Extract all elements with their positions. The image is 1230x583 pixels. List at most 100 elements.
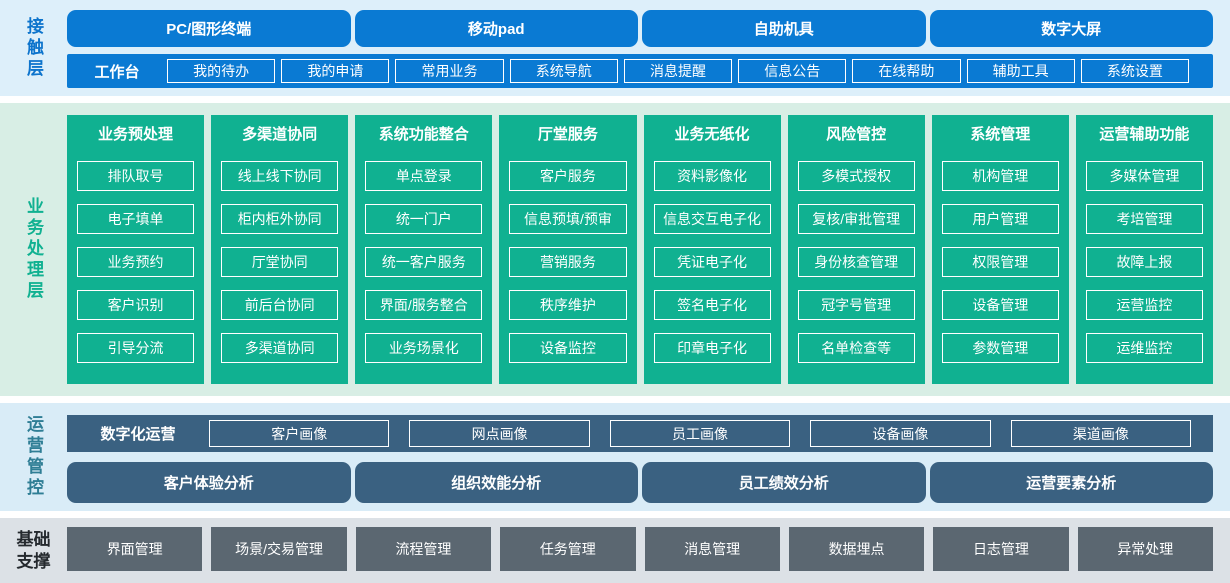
business-column-item: 运维监控	[1085, 333, 1203, 363]
business-column-item: 权限管理	[941, 247, 1059, 277]
business-column-title: 业务无纸化	[674, 126, 750, 143]
business-column-item: 名单检查等	[797, 333, 915, 363]
business-column-title: 运营辅助功能	[1099, 126, 1190, 143]
business-column-item: 多媒体管理	[1085, 161, 1203, 191]
foundation-layer-label: 基础支撑	[16, 530, 51, 571]
business-column-item: 厅堂协同	[221, 247, 339, 277]
business-column-title: 厅堂服务	[537, 126, 598, 143]
workbench-item: 辅助工具	[966, 59, 1075, 83]
business-column-item: 凭证电子化	[653, 247, 771, 277]
business-column-item: 业务场景化	[365, 333, 483, 363]
business-column-item: 业务预约	[77, 247, 195, 277]
business-layer-label: 业务处理层	[24, 197, 43, 302]
business-column-item: 客户服务	[509, 161, 627, 191]
workbench-item: 常用业务	[395, 59, 504, 83]
business-column-item: 秩序维护	[509, 290, 627, 320]
workbench-label: 工作台	[94, 63, 140, 81]
analysis-box: 客户体验分析	[67, 462, 351, 503]
business-column-item: 前后台协同	[221, 290, 339, 320]
operations-layer-band: 运营管控 数字化运营 客户画像网点画像员工画像设备画像渠道画像 客户体验分析组织…	[0, 403, 1230, 511]
business-column-item: 单点登录	[365, 161, 483, 191]
business-column-item: 柜内柜外协同	[221, 204, 339, 234]
business-column-item: 客户识别	[77, 290, 195, 320]
operations-content: 数字化运营 客户画像网点画像员工画像设备画像渠道画像 客户体验分析组织效能分析员…	[67, 403, 1230, 511]
foundation-box: 流程管理	[355, 527, 492, 571]
business-column-item: 印章电子化	[653, 333, 771, 363]
workbench-item: 在线帮助	[852, 59, 961, 83]
business-column: 厅堂服务客户服务信息预填/预审营销服务秩序维护设备监控	[499, 115, 637, 384]
foundation-items: 界面管理场景/交易管理流程管理任务管理消息管理数据埋点日志管理异常处理	[67, 518, 1230, 583]
business-column-item: 考培管理	[1085, 204, 1203, 234]
workbench-item: 信息公告	[738, 59, 847, 83]
operations-layer-label: 运营管控	[24, 415, 43, 499]
business-column: 系统管理机构管理用户管理权限管理设备管理参数管理	[931, 115, 1069, 384]
terminal-box: 移动pad	[354, 10, 638, 47]
digital-operations-bar: 数字化运营 客户画像网点画像员工画像设备画像渠道画像	[67, 415, 1213, 452]
business-column-title: 系统功能整合	[378, 126, 469, 143]
business-column-item: 统一门户	[365, 204, 483, 234]
analysis-box: 运营要素分析	[929, 462, 1213, 503]
business-column-item: 身份核查管理	[797, 247, 915, 277]
foundation-box: 界面管理	[67, 527, 203, 571]
analysis-row: 客户体验分析组织效能分析员工绩效分析运营要素分析	[67, 462, 1213, 503]
workbench-item: 系统设置	[1080, 59, 1189, 83]
workbench-bar: 工作台 我的待办我的申请常用业务系统导航消息提醒信息公告在线帮助辅助工具系统设置	[67, 54, 1213, 88]
business-column-item: 多模式授权	[797, 161, 915, 191]
digital-operations-label: 数字化运营	[100, 426, 176, 443]
business-column-title: 系统管理	[970, 126, 1031, 143]
contact-layer-gutter: 接触层	[0, 0, 67, 96]
business-column-item: 设备监控	[509, 333, 627, 363]
band-separator	[0, 96, 1230, 103]
contact-layer-label: 接触层	[24, 16, 43, 80]
business-column: 业务无纸化资料影像化信息交互电子化凭证电子化签名电子化印章电子化	[643, 115, 781, 384]
business-column-item: 故障上报	[1085, 247, 1203, 277]
business-column-item: 引导分流	[77, 333, 195, 363]
portrait-box: 员工画像	[609, 420, 791, 447]
business-column-item: 冠字号管理	[797, 290, 915, 320]
band-separator	[0, 511, 1230, 518]
business-column-item: 资料影像化	[653, 161, 771, 191]
foundation-box: 异常处理	[1077, 527, 1213, 571]
foundation-box: 数据埋点	[788, 527, 925, 571]
portrait-box: 设备画像	[810, 420, 991, 447]
business-layer-gutter: 业务处理层	[0, 103, 67, 396]
business-column: 业务预处理排队取号电子填单业务预约客户识别引导分流	[67, 115, 205, 384]
business-column-item: 界面/服务整合	[365, 290, 483, 320]
digital-operations-items: 客户画像网点画像员工画像设备画像渠道画像	[209, 420, 1192, 447]
analysis-box: 员工绩效分析	[642, 462, 926, 503]
portrait-box: 客户画像	[209, 420, 390, 447]
operations-layer-gutter: 运营管控	[0, 403, 67, 511]
workbench-item: 我的申请	[281, 59, 390, 83]
terminal-box: PC/图形终端	[67, 10, 351, 47]
workbench-items: 我的待办我的申请常用业务系统导航消息提醒信息公告在线帮助辅助工具系统设置	[167, 59, 1189, 83]
terminal-box: 自助机具	[642, 10, 926, 47]
business-column: 运营辅助功能多媒体管理考培管理故障上报运营监控运维监控	[1075, 115, 1213, 384]
business-column-item: 用户管理	[941, 204, 1059, 234]
business-column-item: 运营监控	[1085, 290, 1203, 320]
business-column-item: 电子填单	[77, 204, 195, 234]
foundation-layer-gutter: 基础支撑	[0, 518, 67, 583]
portrait-box: 渠道画像	[1010, 420, 1192, 447]
workbench-item: 我的待办	[167, 59, 276, 83]
business-column-item: 信息预填/预审	[509, 204, 627, 234]
business-column-title: 业务预处理	[98, 126, 174, 143]
business-column-item: 签名电子化	[653, 290, 771, 320]
business-column: 风险管控多模式授权复核/审批管理身份核查管理冠字号管理名单检查等	[787, 115, 925, 384]
workbench-item: 消息提醒	[623, 59, 733, 83]
business-column-item: 线上线下协同	[221, 161, 339, 191]
business-column: 系统功能整合单点登录统一门户统一客户服务界面/服务整合业务场景化	[355, 115, 493, 384]
portrait-box: 网点画像	[409, 420, 590, 447]
business-column-item: 参数管理	[941, 333, 1059, 363]
foundation-box: 任务管理	[500, 527, 636, 571]
business-column-title: 风险管控	[826, 126, 887, 143]
business-column-item: 复核/审批管理	[797, 204, 915, 234]
business-column: 多渠道协同线上线下协同柜内柜外协同厅堂协同前后台协同多渠道协同	[211, 115, 349, 384]
band-separator	[0, 396, 1230, 403]
analysis-box: 组织效能分析	[354, 462, 638, 503]
foundation-box: 场景/交易管理	[211, 527, 347, 571]
business-columns: 业务预处理排队取号电子填单业务预约客户识别引导分流多渠道协同线上线下协同柜内柜外…	[67, 103, 1230, 396]
foundation-box: 日志管理	[933, 527, 1069, 571]
